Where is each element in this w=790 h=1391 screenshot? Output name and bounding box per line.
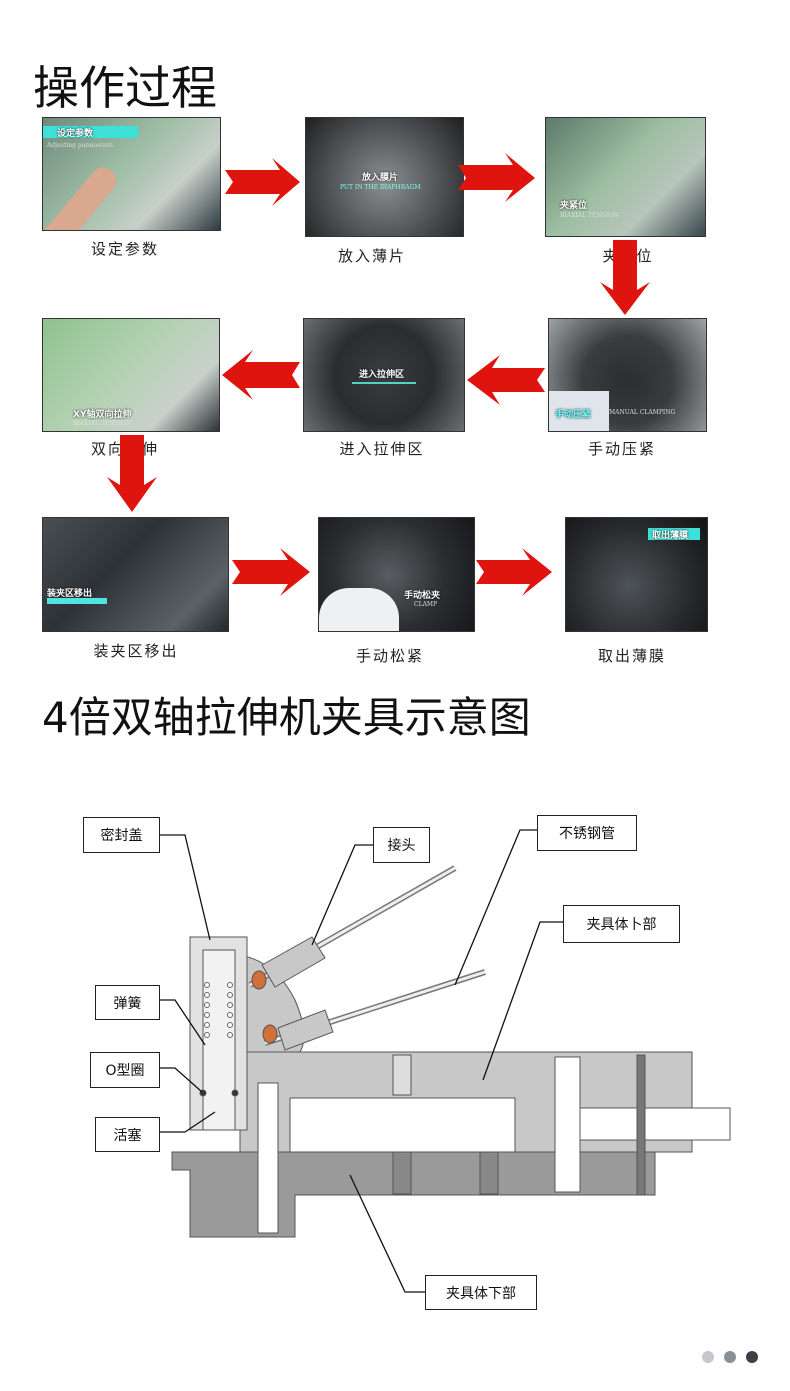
- step-caption: 取出薄膜: [597, 647, 667, 665]
- photo-overlay-title: 进入拉伸区: [359, 370, 405, 380]
- pin: [479, 1151, 499, 1195]
- step-photo-9: 取出薄膜: [565, 517, 708, 632]
- o-ring: [231, 1089, 239, 1097]
- rod: [566, 1107, 731, 1141]
- overlay-bar: [43, 126, 138, 138]
- pin: [392, 1151, 412, 1195]
- photo-overlay-title: 夹紧位: [560, 201, 588, 211]
- label-joint: 接头: [373, 827, 430, 863]
- pagination-dot[interactable]: [724, 1351, 736, 1363]
- step-caption: 手动松紧: [355, 647, 425, 665]
- step-photo-8: 手动松夹 CLAMP: [318, 517, 475, 632]
- arrow-left-icon: [222, 350, 300, 400]
- photo-overlay-title: 取出薄膜: [652, 531, 689, 541]
- label-lower-body: 夹具体下部: [425, 1275, 537, 1310]
- photo-overlay-title: 手动松夹: [404, 591, 441, 601]
- step-photo-5: 进入拉伸区: [303, 318, 465, 432]
- arrow-down-icon: [600, 240, 650, 315]
- photo-overlay-title: XY轴双向拉伸: [73, 410, 132, 420]
- step-photo-6: 手动压紧 MANUAL CLAMPING: [548, 318, 707, 432]
- step-photo-1: 设定参数 Adjusting parameters: [42, 117, 221, 231]
- pagination-dot[interactable]: [702, 1351, 714, 1363]
- lower-body: [171, 1151, 656, 1238]
- photo-overlay-subtitle: BIAXIAL TENSION: [560, 212, 619, 219]
- photo-overlay-title: 设定参数: [57, 129, 94, 139]
- photo-overlay-title: 手动压紧: [555, 410, 592, 420]
- label-steel-tube: 不锈钢管: [537, 815, 637, 851]
- overlay-bar: [648, 528, 700, 540]
- bolt: [554, 1056, 581, 1193]
- pagination-dot-active[interactable]: [746, 1351, 758, 1363]
- overlay-underline: [352, 382, 416, 384]
- arrow-right-icon: [476, 548, 552, 596]
- cavity: [289, 1097, 516, 1153]
- pin: [636, 1054, 646, 1196]
- photo-overlay-subtitle: MANUAL CLAMPING: [609, 409, 676, 416]
- label-upper-body: 夹具体卜部: [563, 905, 680, 943]
- bolt: [257, 1082, 279, 1234]
- arrow-right-icon: [225, 158, 300, 206]
- arrow-down-icon: [107, 435, 157, 512]
- photo-overlay-subtitle: Adjusting parameters: [47, 142, 113, 149]
- step-photo-4: XY轴双向拉伸 BIAXIAL TENSION: [42, 318, 220, 432]
- photo-overlay-subtitle: CLAMP: [414, 601, 438, 608]
- step-caption: 设定参数: [90, 240, 160, 258]
- label-seal-cap: 密封盖: [83, 817, 160, 853]
- photo-overlay-subtitle: PUT IN THE DIAPHRAGM: [340, 184, 421, 191]
- leader-lines: [160, 829, 563, 1293]
- step-photo-7: 装夹区移出: [42, 517, 229, 632]
- pin: [392, 1054, 412, 1096]
- joint: [277, 1009, 334, 1051]
- photo-overlay-subtitle: BIAXIAL TENSION: [73, 420, 132, 427]
- step-photo-2: 放入膜片 PUT IN THE DIAPHRAGM: [305, 117, 464, 237]
- section-title-operation: 操作过程: [33, 61, 217, 115]
- arrow-right-icon: [458, 153, 535, 202]
- label-o-ring: O型圈: [90, 1052, 160, 1088]
- step-caption: 装夹区移出: [93, 642, 179, 660]
- section-title-fixture: 4倍双轴拉伸机夹具示意图: [42, 693, 531, 742]
- label-spring: 弹簧: [95, 985, 160, 1020]
- arrow-right-icon: [232, 548, 310, 596]
- photo-overlay-title: 装夹区移出: [47, 589, 93, 599]
- arrow-left-icon: [467, 355, 545, 405]
- joint: [261, 936, 326, 988]
- step-caption: 放入薄片: [337, 247, 407, 265]
- step-caption: 手动压紧: [587, 440, 657, 458]
- overlay-bar: [47, 598, 107, 604]
- glove-image: [319, 588, 399, 631]
- step-photo-3: 夹紧位 BIAXIAL TENSION: [545, 117, 706, 237]
- glove-image: [549, 391, 609, 431]
- label-piston: 活塞: [95, 1117, 160, 1152]
- flow-arrows: [107, 153, 650, 596]
- step-caption: 进入拉伸区: [339, 440, 425, 458]
- photo-overlay-title: 放入膜片: [362, 173, 399, 183]
